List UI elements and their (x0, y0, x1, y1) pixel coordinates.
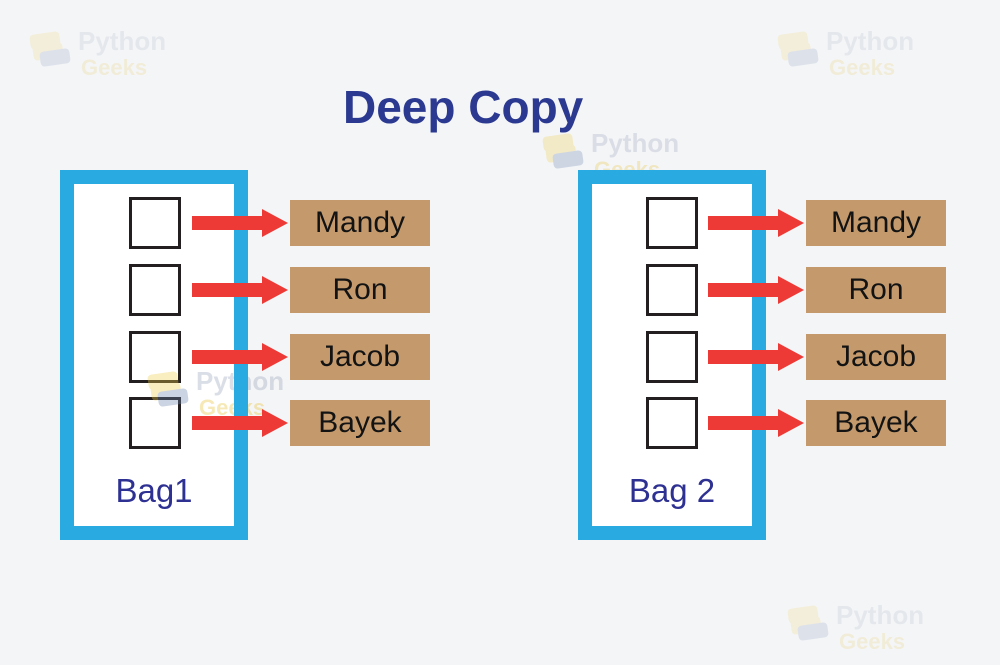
value-label: Mandy (314, 206, 406, 239)
value-label: Ron (332, 273, 388, 306)
value-label: Jacob (835, 340, 917, 373)
pythongeeks-logo-icon (29, 28, 71, 70)
pointer-arrow-icon (708, 209, 804, 237)
reference-slot (129, 197, 181, 249)
value-box: Ron (290, 267, 430, 313)
logo-book-shape (780, 41, 812, 62)
logo-book-shape (542, 132, 574, 153)
logo-book-shape (39, 47, 71, 68)
value-box: Mandy (290, 200, 430, 246)
reference-slot (646, 397, 698, 449)
value-label: Ron (848, 273, 904, 306)
bag-label: Bag 2 (628, 472, 716, 509)
value-box: Mandy (806, 200, 946, 246)
pointer-arrow-icon (192, 343, 288, 371)
pythongeeks-logo-icon (777, 28, 819, 70)
watermark-line1: Python (591, 128, 680, 158)
watermark-line1: Python (78, 26, 167, 56)
value-label: Bayek (834, 406, 918, 439)
value-box: Bayek (290, 400, 430, 446)
reference-slot (129, 331, 181, 383)
logo-book-shape (552, 149, 584, 170)
watermark-line2: Geeks (839, 629, 906, 654)
watermark-line1: Python (826, 26, 915, 56)
logo-book-shape (29, 30, 61, 51)
value-box: Bayek (806, 400, 946, 446)
bag-label: Bag1 (115, 472, 193, 509)
reference-slot (646, 264, 698, 316)
value-label: Bayek (318, 406, 402, 439)
pointer-arrow-icon (192, 409, 288, 437)
reference-slot (129, 397, 181, 449)
watermark-line1: Python (836, 600, 925, 630)
watermark-line2: Geeks (81, 55, 148, 80)
reference-slot (129, 264, 181, 316)
pointer-arrow-icon (192, 276, 288, 304)
pointer-arrow-icon (708, 276, 804, 304)
logo-book-shape (787, 604, 819, 625)
logo-book-shape (32, 41, 64, 62)
pointer-arrow-icon (192, 209, 288, 237)
pointer-arrow-icon (708, 409, 804, 437)
logo-book-shape (545, 143, 577, 164)
logo-book-shape (790, 615, 822, 636)
watermark-line2: Geeks (829, 55, 896, 80)
page-title: Deep Copy (343, 81, 584, 133)
value-box: Jacob (806, 334, 946, 380)
value-label: Jacob (319, 340, 401, 373)
logo-book-shape (787, 47, 819, 68)
pythongeeks-logo-icon (542, 130, 584, 172)
value-label: Mandy (830, 206, 922, 239)
logo-book-shape (797, 621, 829, 642)
pythongeeks-logo-icon (787, 602, 829, 644)
value-box: Ron (806, 267, 946, 313)
reference-slot (646, 197, 698, 249)
pointer-arrow-icon (708, 343, 804, 371)
value-box: Jacob (290, 334, 430, 380)
logo-book-shape (777, 30, 809, 51)
reference-slot (646, 331, 698, 383)
